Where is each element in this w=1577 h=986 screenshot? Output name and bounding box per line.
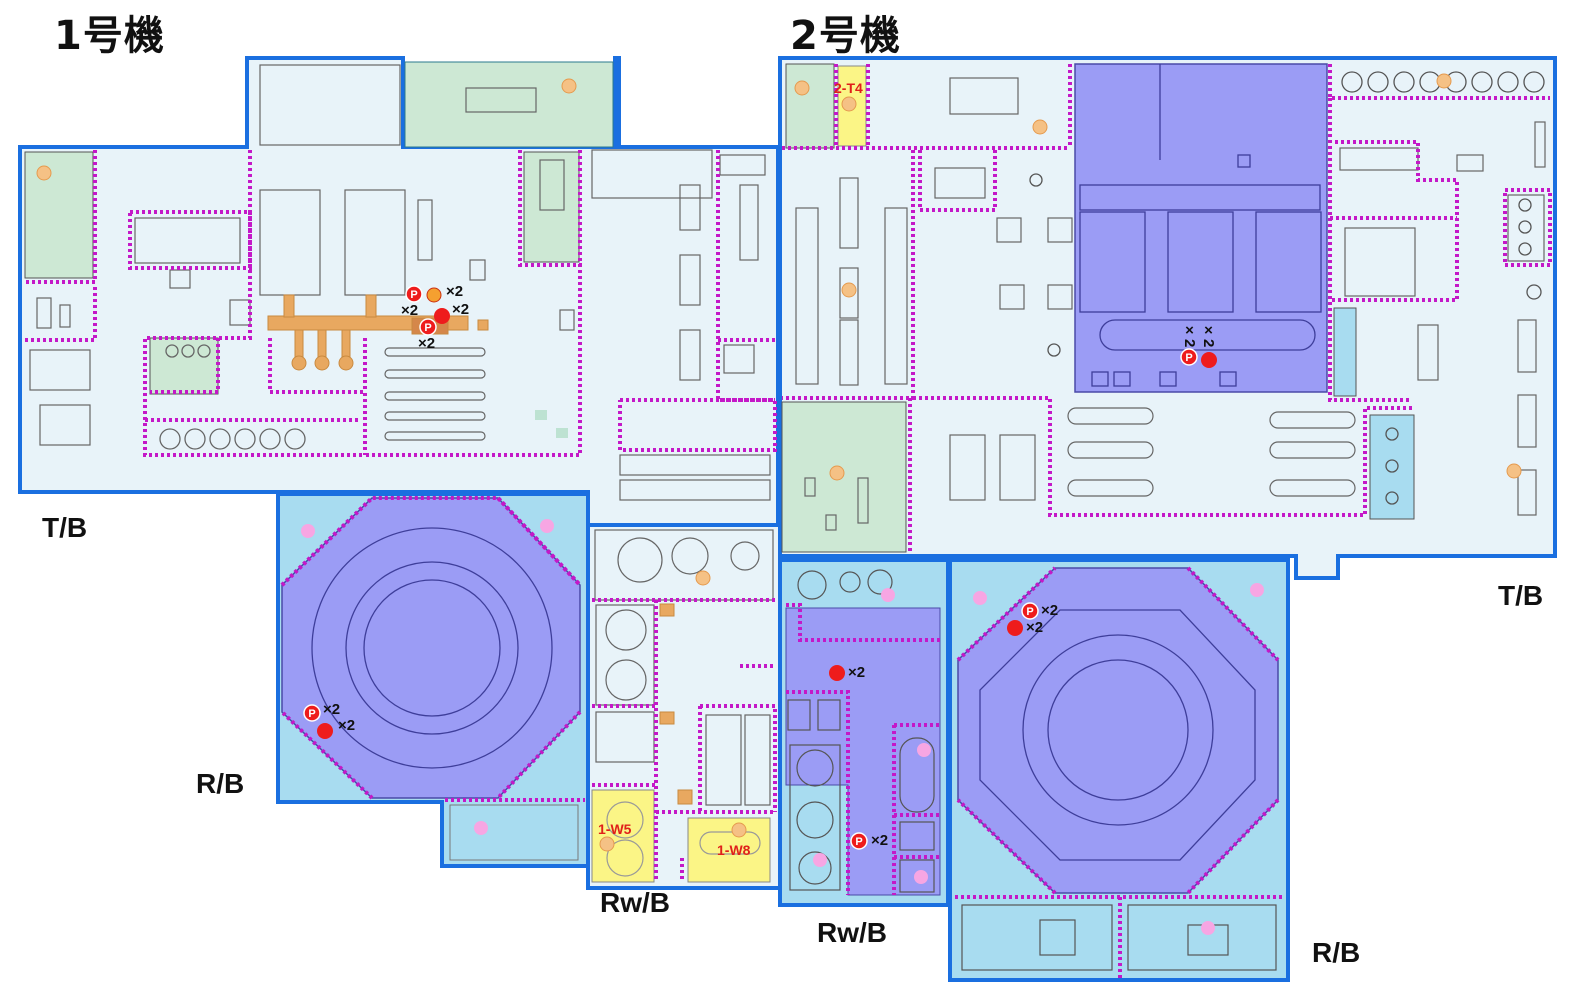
unit1-rwb-label: Rw/B [600,887,670,918]
unit1-rb-vessel [311,527,553,769]
p-markers [303,285,1198,850]
count-label: ×2 [418,335,436,352]
count-label: ×2 [871,832,889,849]
p-letter: P [410,289,417,301]
unit2-rwb-label: Rw/B [817,917,887,948]
unit2-rb-label: R/B [1312,937,1361,968]
count-label: ×2 [848,664,866,681]
p-letter: P [1185,352,1192,364]
count-label: ×2 [1041,602,1059,619]
count-label: ×2 [323,701,341,718]
unit1-title: 1号機 [54,13,165,59]
unit2-tb-equipment [795,77,1546,531]
unit2-tb-green-room-b [781,401,907,553]
unit1-rb-flooded-octagon [281,497,581,799]
unit2-rwb-partitions [786,603,940,895]
unit2-tb-tanks-row [1029,71,1545,505]
unit2-rb-vessel [979,609,1256,861]
unit1-tb-small-green [535,410,547,420]
unit2-rwb-equipment [787,569,935,893]
unit2-tb-partitions [782,64,1552,552]
unit2-rb-flooded-octagon [957,567,1279,894]
p-letter: P [855,836,862,848]
unit1-tb-green-room-top [404,61,614,148]
unit2-tb-flooded-area [1074,63,1328,393]
unit1-tb-partitions [25,150,777,457]
hatched-marker [426,287,442,303]
unit2-rb-partitions [955,566,1285,978]
unit1-tb-equipment [29,64,771,501]
p-marker-letters: P P P P P P [308,289,1192,848]
unit1-tb-label: T/B [42,512,88,543]
unit1-tb-green-room-left [24,151,94,279]
unit2-tb-label: T/B [1498,580,1544,611]
unit1-rb-label: R/B [196,768,245,799]
count-label: ×2 [338,717,356,734]
count-label: ×2 [401,302,419,319]
unit1-rwb-yellow-w8 [687,817,771,883]
p-letter: P [308,708,315,720]
count-label: ×2 [452,301,470,318]
tank-label-2-t4: 2-T4 [834,80,863,96]
count-label: ×2 [446,283,464,300]
red-dots [317,308,1217,739]
unit1-rwb-partitions [592,598,777,882]
unit1-rwb-orange-blocks [659,603,693,805]
unit1-rwb-yellow-tanks [606,801,761,877]
unit1-tb-tanks-row [159,344,306,450]
unit1-tb-small-green2 [556,428,568,438]
unit1-rb-partition-d [280,710,374,800]
unit2-tb-flooded-equipment [1079,64,1322,387]
unit1-rb-lower-room [449,804,579,861]
pink-dots [301,519,1264,935]
count-label: ×2 [1026,619,1044,636]
p-letter: P [1026,606,1033,618]
unit1-tb-green-room-mid [523,151,580,263]
unit1-rb-partition-c [496,710,582,800]
p-letter: P [424,322,431,334]
tank-label-1-w8: 1-W8 [717,842,751,858]
unit2-tb-green-room-a [785,63,835,149]
count-label: ×2 [1181,322,1198,348]
unit2-tb-cyan-room-a [1333,307,1357,397]
unit2-tb-cyan-room-b [1369,414,1415,520]
unit1-rb-partition-a [280,496,374,587]
count-label: ×2 [1200,322,1217,348]
unit1-rb-partition-b [496,496,582,587]
tank-label-1-w5: 1-W5 [598,821,632,837]
striped-orange-dots [36,73,1522,852]
unit2-title: 2号機 [790,13,901,59]
